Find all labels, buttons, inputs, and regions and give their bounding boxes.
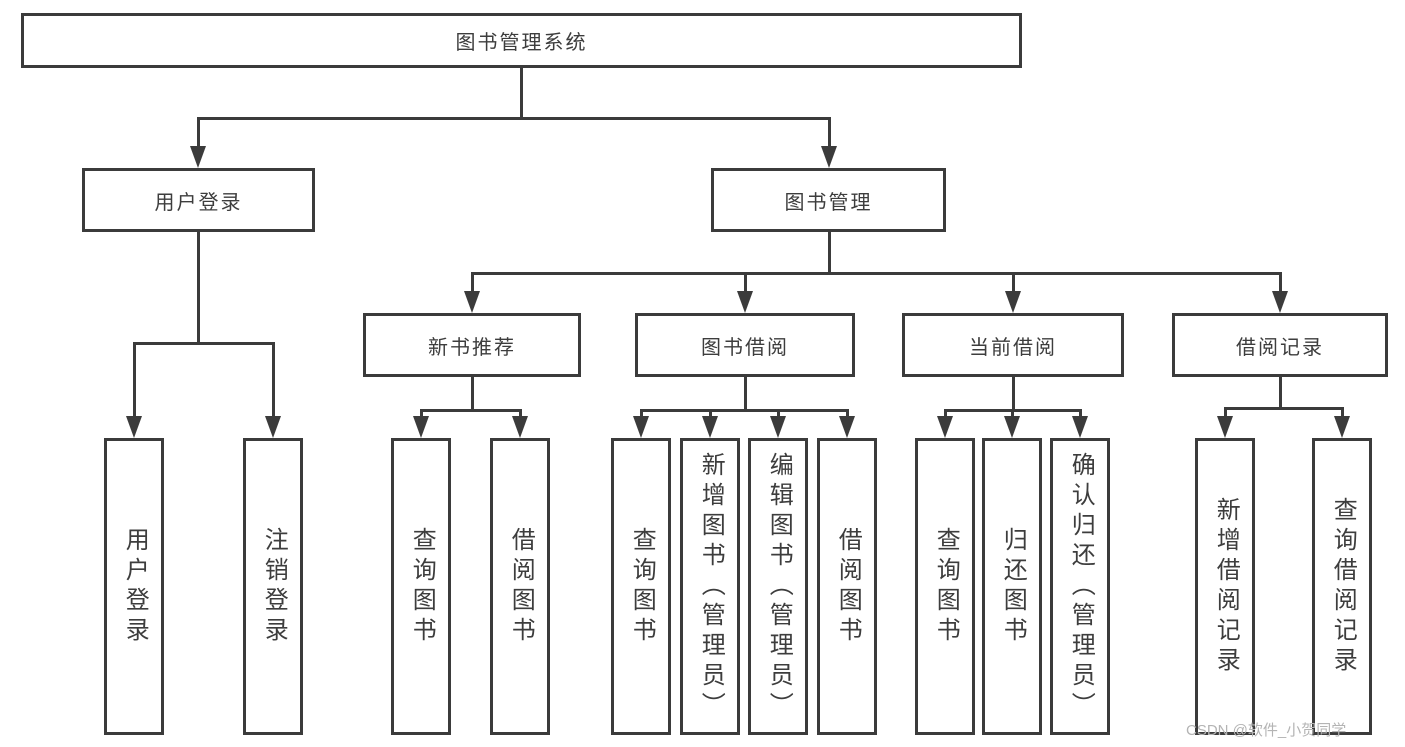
node-current-confirm-return: 确认归还（管理员） — [1050, 438, 1110, 735]
node-borrow-query-book-label: 查询图书 — [628, 526, 656, 647]
arrowhead-down-icon — [839, 416, 855, 438]
connector-line — [943, 410, 947, 416]
node-borrow-record: 借阅记录 — [1172, 313, 1388, 377]
arrowhead-down-icon — [190, 146, 206, 168]
node-user-login-label: 用户登录 — [154, 191, 243, 214]
arrowhead-down-icon — [413, 416, 429, 438]
node-borrow-borrow-book: 借阅图书 — [817, 438, 877, 735]
connector-line — [1340, 408, 1344, 416]
node-logout-label: 注销登录 — [260, 526, 288, 647]
arrowhead-down-icon — [126, 416, 142, 438]
node-current-borrow: 当前借阅 — [902, 313, 1124, 377]
arrowhead-down-icon — [770, 416, 786, 438]
connector-line — [196, 118, 200, 146]
node-borrow-record-label: 借阅记录 — [1236, 336, 1324, 359]
arrowhead-down-icon — [1072, 416, 1088, 438]
node-book-borrow-label: 图书借阅 — [701, 336, 789, 359]
arrowhead-down-icon — [937, 416, 953, 438]
connector-line — [1011, 377, 1015, 410]
node-record-query-record: 查询借阅记录 — [1312, 438, 1372, 735]
connector-line — [1278, 273, 1282, 291]
connector-line — [708, 410, 712, 416]
node-book-management-label: 图书管理 — [784, 191, 873, 214]
connector-line — [743, 273, 747, 291]
node-new-book-recommend-label: 新书推荐 — [428, 336, 516, 359]
arrowhead-down-icon — [1217, 416, 1233, 438]
node-current-query-book-label: 查询图书 — [932, 526, 960, 647]
node-user-login-action: 用户登录 — [104, 438, 164, 735]
arrowhead-down-icon — [702, 416, 718, 438]
arrowhead-down-icon — [633, 416, 649, 438]
arrowhead-down-icon — [265, 416, 281, 438]
arrowhead-down-icon — [1005, 291, 1021, 313]
node-recommend-borrow-book: 借阅图书 — [490, 438, 550, 735]
node-record-add-record: 新增借阅记录 — [1195, 438, 1255, 735]
arrowhead-down-icon — [512, 416, 528, 438]
connector-line — [470, 377, 474, 410]
arrowhead-down-icon — [1334, 416, 1350, 438]
node-root: 图书管理系统 — [21, 13, 1022, 68]
node-logout: 注销登录 — [243, 438, 303, 735]
node-current-return-book-label: 归还图书 — [999, 526, 1027, 647]
node-recommend-query-book: 查询图书 — [391, 438, 451, 735]
connector-line — [271, 343, 275, 416]
connector-line — [518, 410, 522, 416]
connector-line — [743, 377, 747, 410]
node-current-borrow-label: 当前借阅 — [969, 336, 1057, 359]
node-record-query-record-label: 查询借阅记录 — [1329, 496, 1357, 677]
connector-line — [470, 273, 474, 291]
arrowhead-down-icon — [1272, 291, 1288, 313]
node-current-confirm-return-label: 确认归还（管理员） — [1067, 451, 1095, 722]
connector-line — [776, 410, 780, 416]
arrowhead-down-icon — [1004, 416, 1020, 438]
connector-line — [1223, 408, 1227, 416]
node-current-query-book: 查询图书 — [915, 438, 975, 735]
node-borrow-edit-book-label: 编辑图书（管理员） — [765, 451, 793, 722]
connector-line — [827, 232, 831, 273]
connector-line — [639, 408, 849, 412]
node-borrow-add-book: 新增图书（管理员） — [680, 438, 740, 735]
arrowhead-down-icon — [737, 291, 753, 313]
connector-line — [132, 341, 275, 345]
connector-line — [1078, 410, 1082, 416]
connector-line — [132, 343, 136, 416]
connector-line — [419, 408, 522, 412]
node-borrow-add-book-label: 新增图书（管理员） — [697, 451, 725, 722]
connector-line — [1010, 410, 1014, 416]
connector-line — [196, 116, 831, 120]
arrowhead-down-icon — [464, 291, 480, 313]
node-borrow-edit-book: 编辑图书（管理员） — [748, 438, 808, 735]
connector-line — [845, 410, 849, 416]
arrowhead-down-icon — [821, 146, 837, 168]
connector-line — [519, 68, 523, 118]
node-recommend-borrow-book-label: 借阅图书 — [507, 526, 535, 647]
node-user-login-action-label: 用户登录 — [121, 526, 149, 647]
node-root-label: 图书管理系统 — [455, 32, 588, 54]
connector-line — [470, 271, 1282, 275]
connector-line — [196, 232, 200, 343]
node-book-borrow: 图书借阅 — [635, 313, 855, 377]
node-recommend-query-book-label: 查询图书 — [408, 526, 436, 647]
node-current-return-book: 归还图书 — [982, 438, 1042, 735]
node-borrow-borrow-book-label: 借阅图书 — [834, 526, 862, 647]
watermark: CSDN @软件_小贺同学 — [1186, 722, 1347, 739]
connector-line — [1011, 273, 1015, 291]
node-record-add-record-label: 新增借阅记录 — [1212, 496, 1240, 677]
connector-line — [827, 118, 831, 146]
node-borrow-query-book: 查询图书 — [611, 438, 671, 735]
node-user-login: 用户登录 — [82, 168, 315, 232]
node-new-book-recommend: 新书推荐 — [363, 313, 581, 377]
connector-line — [1278, 377, 1282, 408]
connector-line — [1223, 406, 1344, 410]
node-book-management: 图书管理 — [711, 168, 946, 232]
connector-line — [419, 410, 423, 416]
connector-line — [639, 410, 643, 416]
